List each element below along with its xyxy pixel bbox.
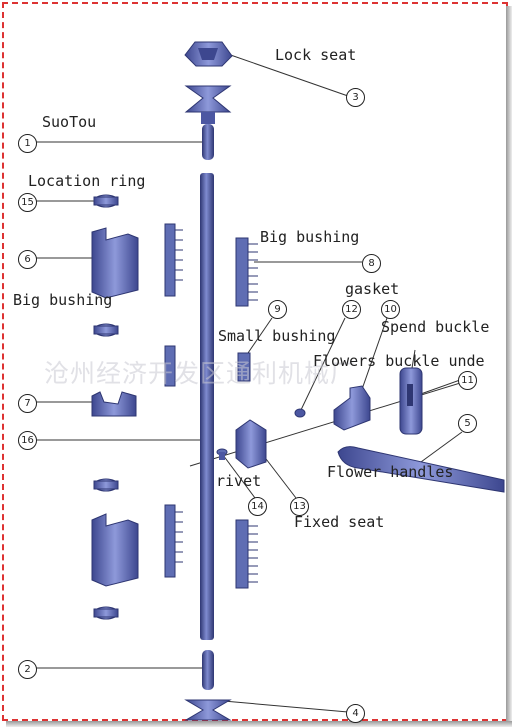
gasket-part: [294, 408, 306, 418]
callout-12: 12: [342, 300, 361, 319]
callout-11: 11: [458, 371, 477, 390]
callout-15: 15: [18, 193, 37, 212]
comb-teeth: [175, 229, 258, 583]
spend-buckle-part: [333, 385, 371, 431]
rivet-label: rivet: [216, 472, 262, 490]
callout-7: 7: [18, 394, 37, 413]
callout-8: 8: [362, 254, 381, 273]
rivet-part: [216, 448, 228, 460]
suotou-bottom-part: [184, 650, 232, 721]
flowers-buckle-label: Flowers buckle unde: [313, 352, 485, 370]
location-ring-label: Location ring: [28, 172, 146, 190]
callout-14: 14: [248, 497, 267, 516]
lock-seat-label: Lock seat: [275, 46, 357, 64]
big-bushing-left-label: Big bushing: [13, 291, 113, 309]
frame-shadow-right: [506, 6, 512, 723]
central-rod: [200, 173, 214, 640]
callout-16: 16: [18, 431, 37, 450]
big-bushing-right-label: Big bushing: [260, 228, 360, 246]
fixed-seat-label: Fixed seat: [294, 513, 385, 531]
callout-6: 6: [18, 250, 37, 269]
callout-10: 10: [381, 300, 400, 319]
small-bushings-right: [235, 237, 251, 589]
big-bushing-brackets: [91, 227, 139, 587]
callout-2: 2: [18, 660, 37, 679]
callout-1: 1: [18, 134, 37, 153]
callout-13: 13: [290, 497, 309, 516]
suotou-label: SuoTou: [42, 113, 97, 131]
suotou-top-part: [184, 85, 232, 160]
flower-handle-part: [337, 446, 505, 493]
location-rings: [93, 194, 119, 620]
small-bushing-label: Small bushing: [218, 327, 336, 345]
callout-3: 3: [346, 88, 365, 107]
frame-shadow-bottom: [6, 721, 512, 727]
spend-buckle-label: Spend buckle: [381, 318, 490, 336]
callout-9: 9: [268, 300, 287, 319]
lock-seat-part: [184, 41, 233, 67]
callout-4: 4: [346, 704, 365, 723]
watermark-text: 沧州经济开发区通利机械厂: [44, 359, 357, 388]
small-bushings-left: [164, 223, 176, 578]
flower-handles-label: Flower handles: [327, 463, 454, 481]
callout-5: 5: [458, 414, 477, 433]
fixed-seat-part: [235, 419, 267, 469]
gasket-label: gasket: [345, 280, 400, 298]
